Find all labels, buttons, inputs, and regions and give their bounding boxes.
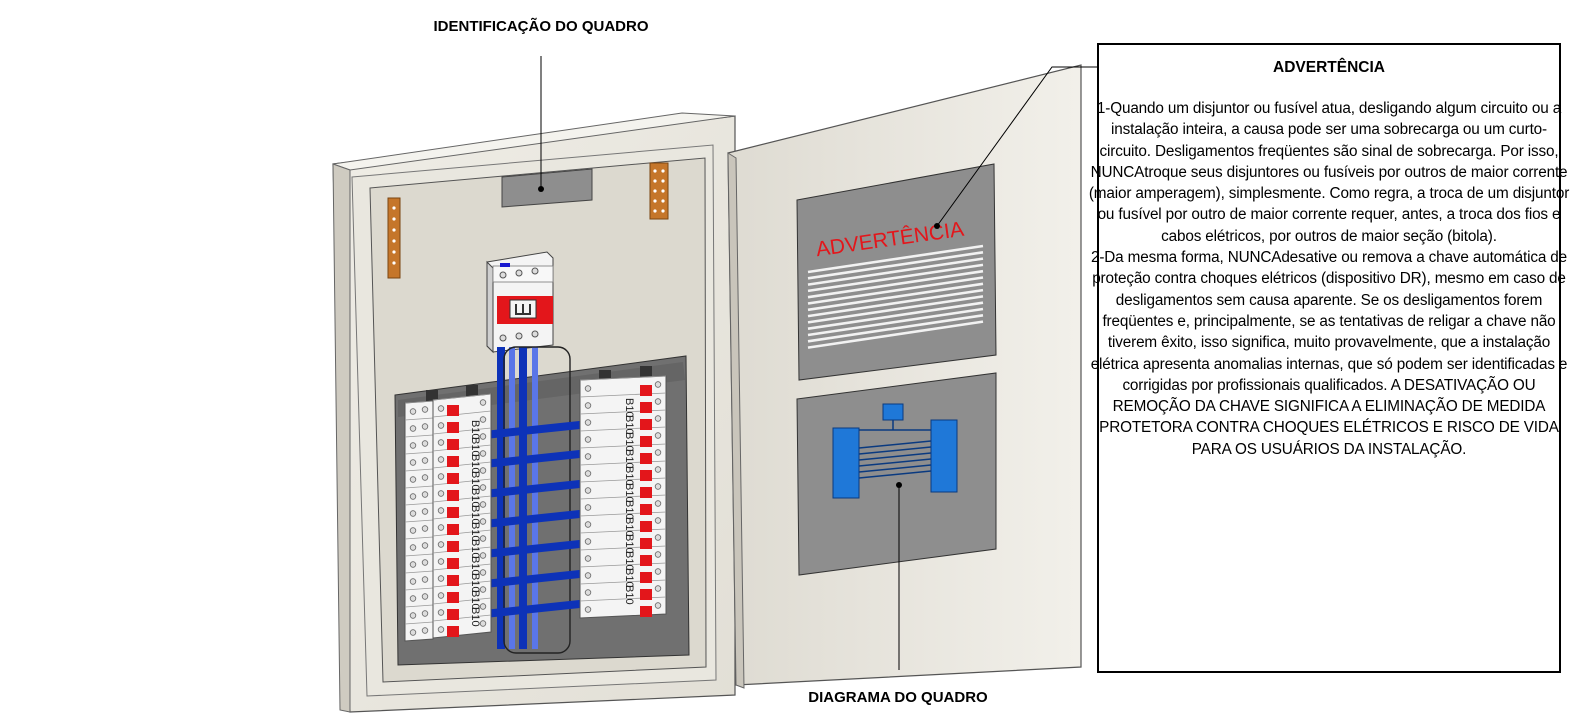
label-identificacao-quadro: IDENTIFICAÇÃO DO QUADRO: [433, 18, 649, 35]
label-diagrama-quadro: DIAGRAMA DO QUADRO: [808, 689, 988, 706]
breaker-toggle: [447, 575, 459, 586]
breaker-rating-label: B10: [469, 590, 481, 610]
breaker-toggle: [640, 402, 652, 413]
breaker-rating-label: B10: [623, 483, 635, 503]
busbar-wiring: [476, 346, 588, 654]
breaker-toggle: [640, 419, 652, 430]
breaker-bank-left-outer: [404, 400, 434, 642]
breaker-rating-label: B10: [469, 505, 481, 525]
breaker-toggle: [640, 538, 652, 549]
breaker-rating-label: B10: [623, 551, 635, 571]
door-warning-sign-lines: [807, 244, 984, 349]
breaker-rating-label: B10: [469, 556, 481, 576]
breaker-toggle: [447, 524, 459, 535]
breaker-rating-label: B10: [469, 607, 481, 627]
breaker-rating-label: B10: [469, 437, 481, 457]
breaker-rating-label: B10: [469, 539, 481, 559]
breaker-rating-label: B10: [623, 568, 635, 588]
breaker-toggle: [447, 609, 459, 620]
breaker-rating-label: B10: [469, 454, 481, 474]
breaker-toggle: [447, 490, 459, 501]
breaker-toggle: [640, 436, 652, 447]
breaker-toggle: [640, 589, 652, 600]
copper-busbar-right: [649, 162, 669, 220]
copper-busbar-left: [387, 197, 401, 279]
breaker-rating-label: B10: [623, 449, 635, 469]
breaker-toggle: [447, 541, 459, 552]
breaker-toggle: [640, 385, 652, 396]
diagram-icon: [832, 403, 958, 499]
breaker-toggle: [640, 470, 652, 481]
breaker-toggle: [447, 592, 459, 603]
breaker-toggle: [640, 555, 652, 566]
breaker-toggle: [640, 487, 652, 498]
cabinet-door: ADVERTÊNCIA: [727, 64, 1082, 689]
breaker-rating-label: B10: [623, 432, 635, 452]
breaker-toggle: [640, 606, 652, 617]
warning-text-box: ADVERTÊNCIA 1-Quando um disjuntor ou fus…: [1089, 43, 1569, 673]
breaker-toggle: [640, 572, 652, 583]
warning-paragraph-1: 1-Quando um disjuntor ou fusível atua, d…: [1088, 100, 1570, 245]
breaker-rating-label: B10: [623, 534, 635, 554]
breaker-toggle: [447, 626, 459, 637]
breaker-rating-label: B10: [469, 471, 481, 491]
breaker-rating-label: B10: [469, 488, 481, 508]
main-dr-switch: [486, 251, 554, 354]
breaker-rating-label: B10: [469, 573, 481, 593]
breaker-toggle: [447, 405, 459, 416]
breaker-rating-label: B10: [623, 517, 635, 537]
warning-body: 1-Quando um disjuntor ou fusível atua, d…: [1087, 98, 1571, 460]
warning-title: ADVERTÊNCIA: [1273, 59, 1385, 76]
breaker-toggle: [447, 507, 459, 518]
breaker-toggle: [447, 473, 459, 484]
breaker-rating-label: B10: [469, 420, 481, 440]
breaker-toggle: [447, 439, 459, 450]
breaker-rating-label: B10: [623, 398, 635, 418]
door-panel: [727, 64, 1082, 686]
breaker-toggle: [447, 456, 459, 467]
breaker-rating-label: B10: [623, 500, 635, 520]
breaker-rating-label: B10: [623, 585, 635, 605]
breaker-toggle: [640, 504, 652, 515]
breaker-toggle: [447, 558, 459, 569]
breaker-toggle: [640, 521, 652, 532]
warning-paragraph-2: 2-Da mesma forma, NUNCAdesative ou remov…: [1090, 249, 1568, 458]
breaker-rating-label: B10: [623, 466, 635, 486]
identification-plate: [501, 168, 593, 208]
breaker-toggle: [640, 453, 652, 464]
breaker-toggle: [447, 422, 459, 433]
cabinet-left-side: [332, 163, 351, 713]
breaker-rating-label: B10: [623, 415, 635, 435]
breaker-rating-label: B10: [469, 522, 481, 542]
